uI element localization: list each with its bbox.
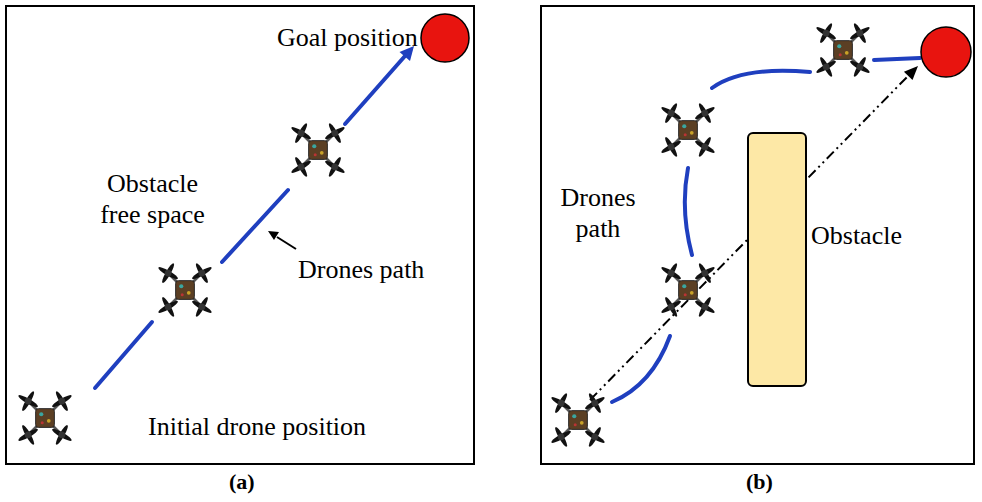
drones-path: [612, 58, 920, 402]
drone-icon: [157, 262, 213, 318]
obstacle-box: Obstacle: [747, 132, 807, 387]
drone-icon: [550, 392, 606, 448]
goal-circle: [921, 27, 971, 77]
region-label: Obstacle free space: [90, 168, 215, 230]
drone-icon: [17, 390, 73, 446]
goal-circle: [421, 14, 469, 62]
leader-arrowhead: [268, 231, 279, 240]
drone-icon: [290, 122, 346, 178]
goal-label: Goal position: [277, 22, 418, 53]
path-label: Drones path: [550, 182, 646, 244]
drone-icon: [660, 102, 716, 158]
direct-route-arrowhead: [904, 66, 918, 80]
panel-label: (b): [746, 469, 773, 494]
drone-icon: [815, 22, 871, 78]
start-label: Initial drone position: [148, 411, 366, 442]
path-label: Drones path: [298, 254, 424, 285]
panel-label: (a): [229, 469, 255, 494]
drone-icon: [660, 262, 716, 318]
panel-frame: (a): [5, 5, 475, 465]
panel-a-illustration: [17, 14, 469, 446]
leader-line: [277, 237, 296, 249]
node-label: Obstacle: [811, 220, 902, 251]
direct-route-line: [590, 74, 910, 400]
panel-b-illustration: [550, 22, 971, 448]
